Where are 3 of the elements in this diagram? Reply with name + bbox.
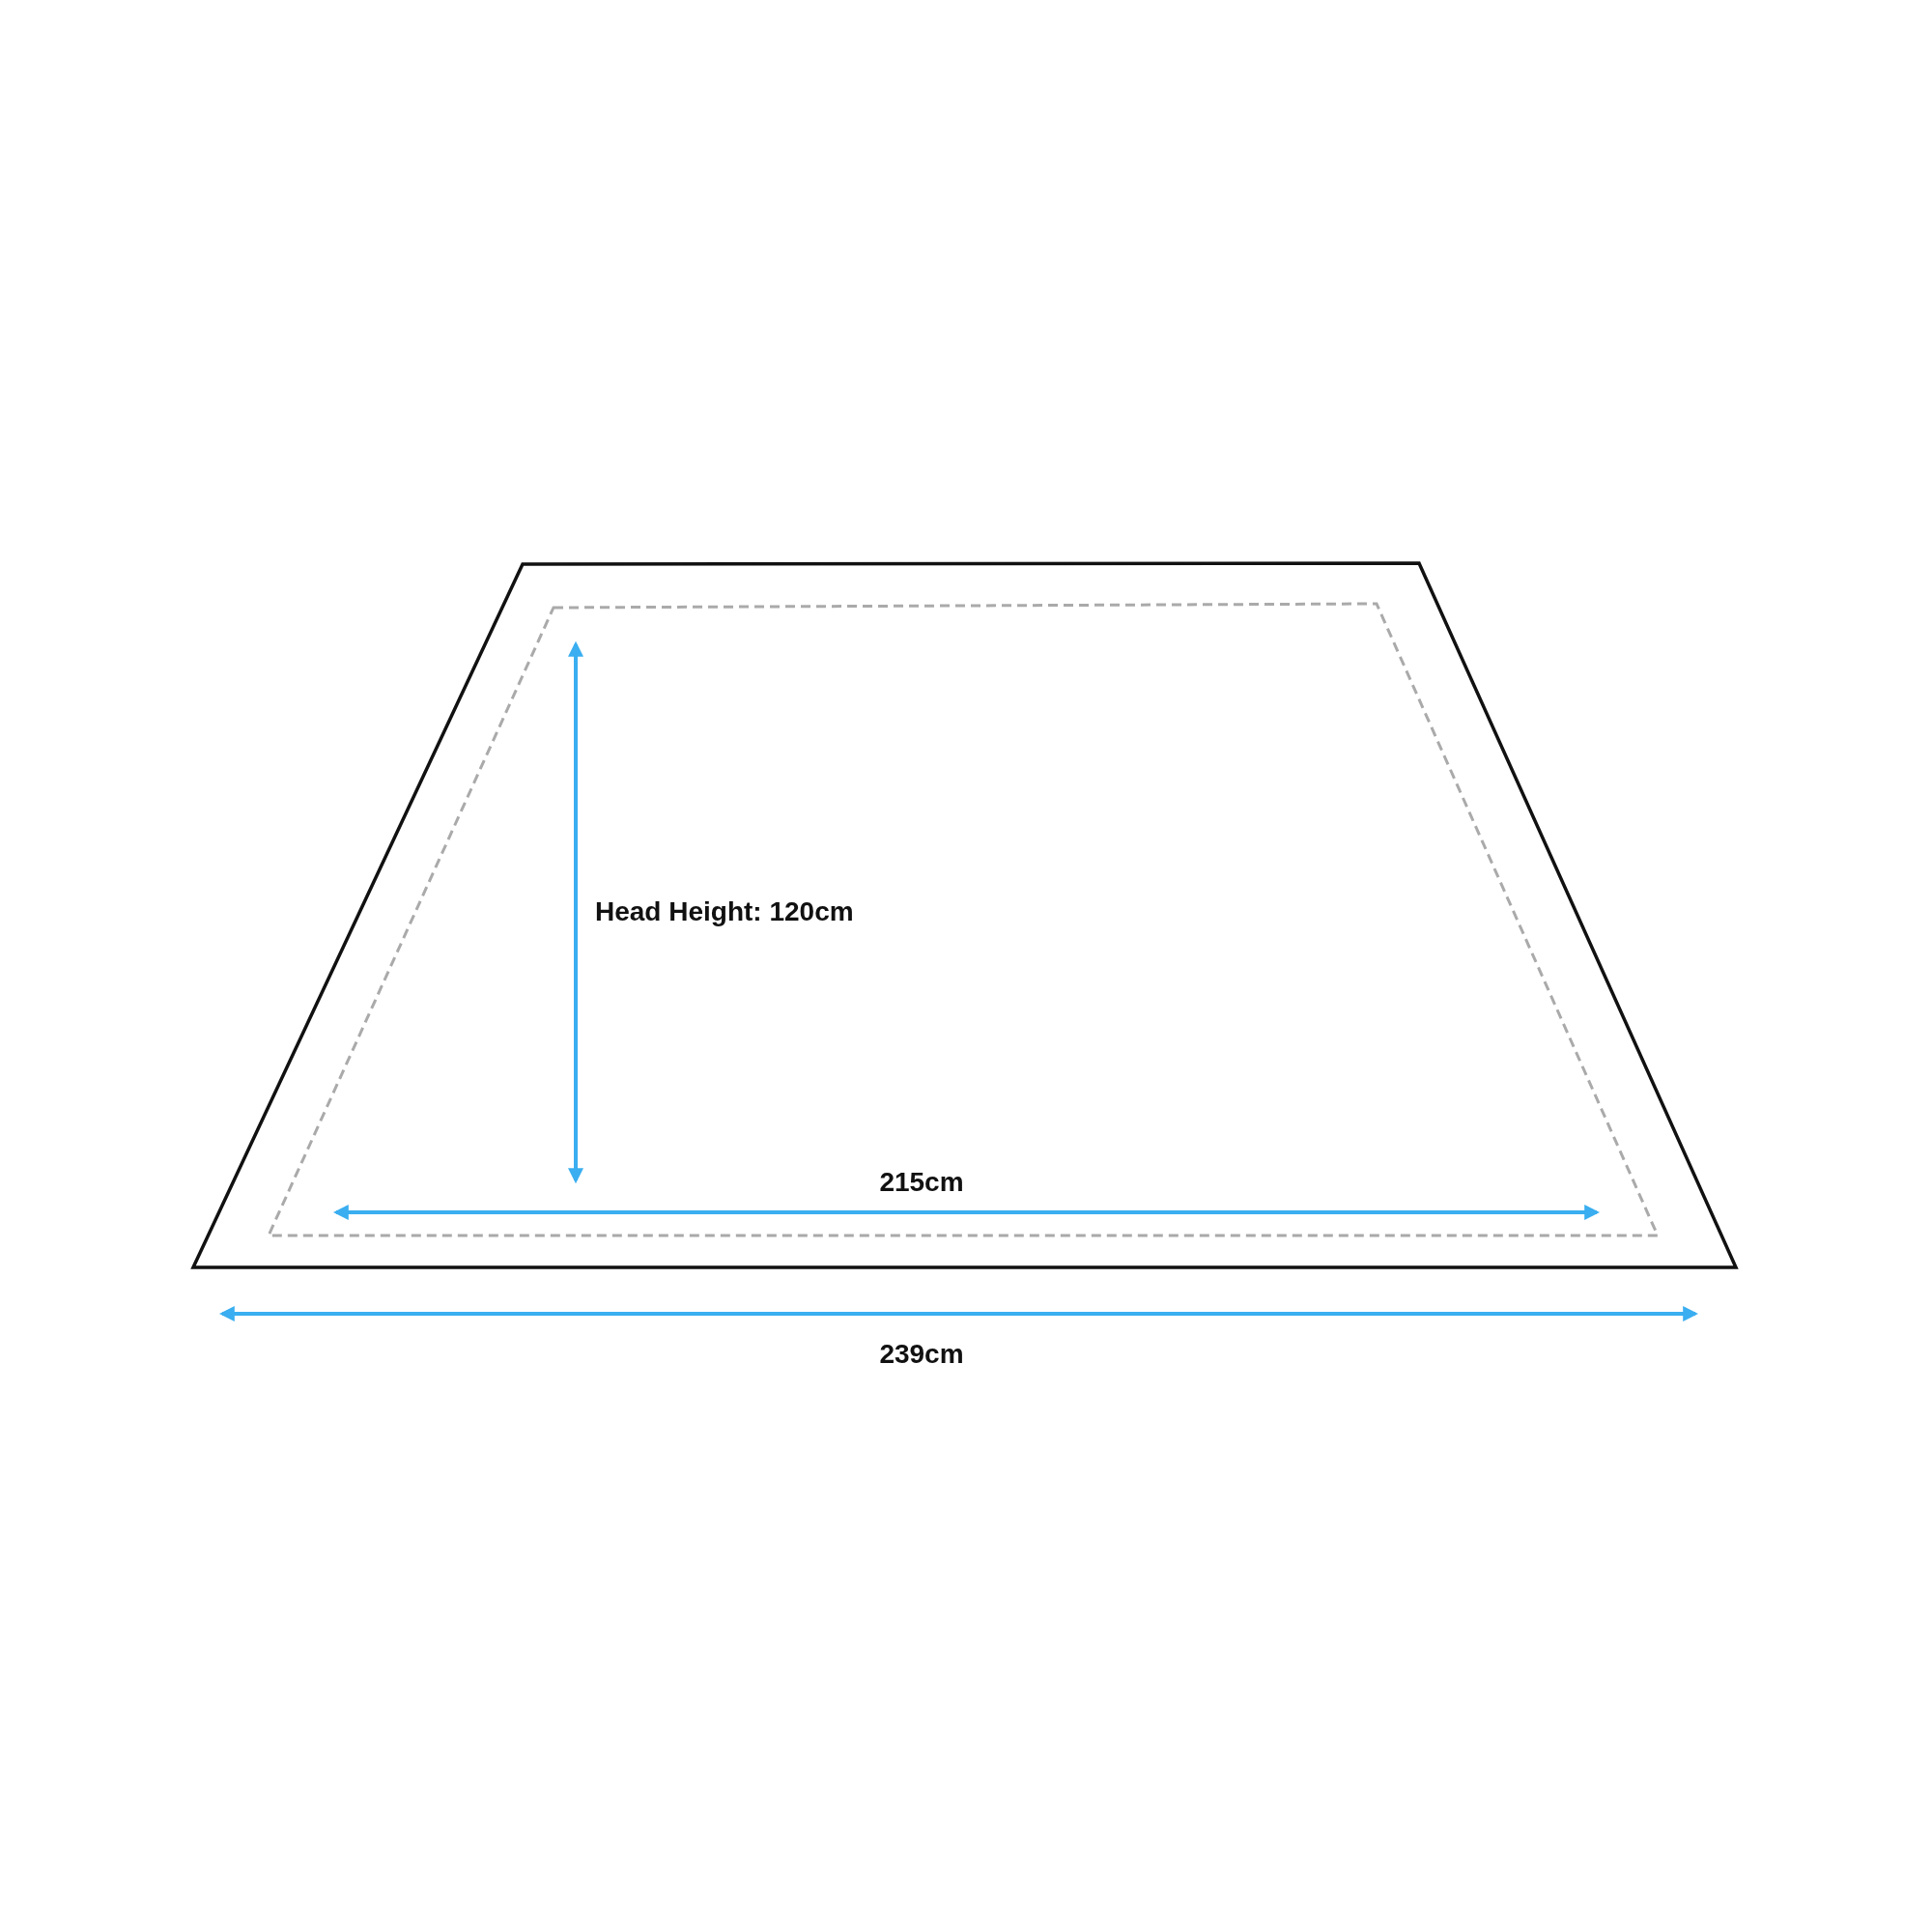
- dimension-label: 239cm: [879, 1339, 964, 1370]
- dimension-label: 215cm: [879, 1167, 964, 1198]
- dimension-label: Head Height: 120cm: [595, 896, 854, 927]
